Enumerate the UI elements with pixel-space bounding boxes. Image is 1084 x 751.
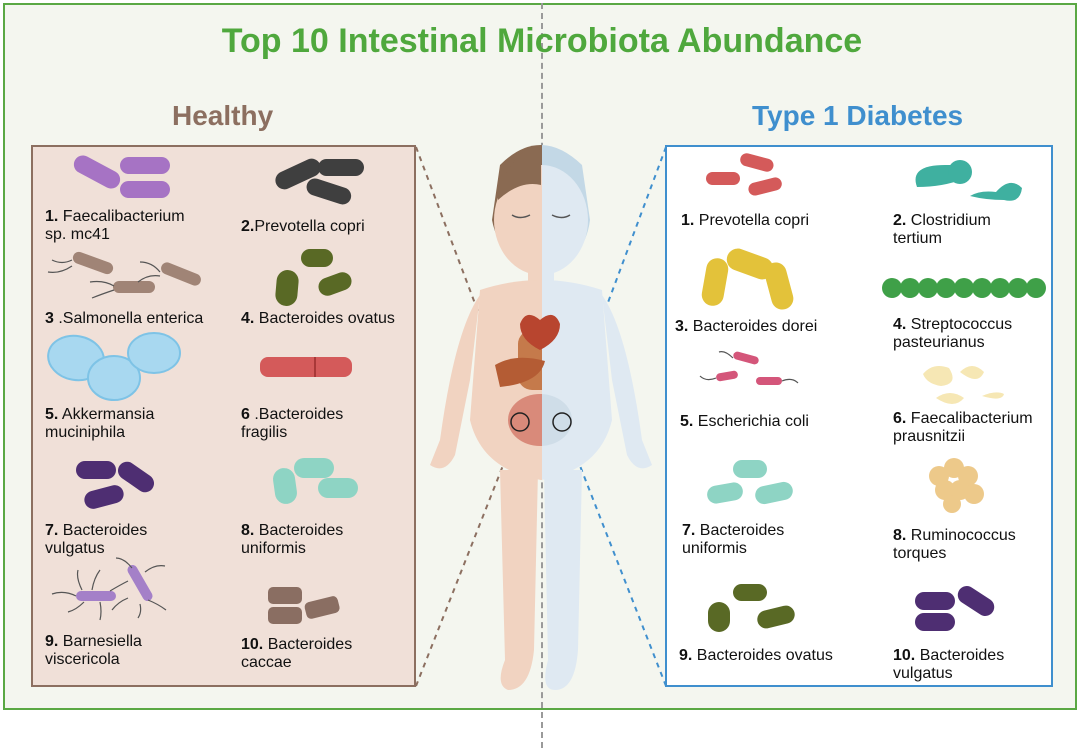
t1d-heading: Type 1 Diabetes	[752, 100, 964, 131]
t1d-label-1: 1. Prevotella copri	[681, 212, 810, 229]
t1d-label-9: 9. Bacteroides ovatus	[679, 647, 833, 664]
t1d-label-5: 5. Escherichia coli	[680, 413, 809, 430]
t1d-label-3: 3. Bacteroides dorei	[675, 318, 818, 335]
diagram-title: Top 10 Intestinal Microbiota Abundance	[221, 22, 863, 60]
healthy-label-3: 3 .Salmonella enterica	[45, 310, 204, 327]
center-divider	[541, 3, 543, 748]
healthy-heading: Healthy	[172, 100, 274, 131]
healthy-label-4: 4. Bacteroides ovatus	[241, 310, 395, 327]
healthy-label-2: 2.Prevotella copri	[241, 218, 365, 235]
